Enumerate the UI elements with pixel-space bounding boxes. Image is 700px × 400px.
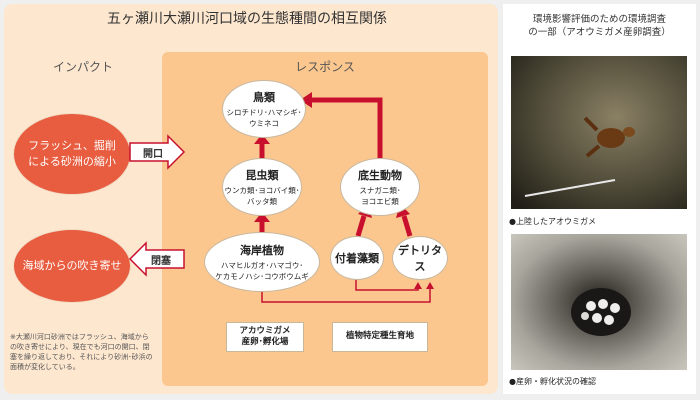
close-label: 閉塞 [151, 255, 171, 267]
caption-nest: ●産卵・孵化状況の確認 [509, 377, 596, 386]
arrow-detritus-benthos [401, 215, 413, 237]
response-label: レスポンス [295, 60, 355, 74]
plant-habitat-box: 植物特定種生育地 [332, 322, 428, 352]
open-label: 開口 [143, 148, 163, 160]
arrow-benthos-birds [312, 97, 383, 158]
node-plants-title: 海岸植物 [240, 244, 284, 258]
diagram-title: 五ヶ瀬川大瀬川河口域の生態種間の相互関係 [107, 11, 387, 27]
node-benthos-species: スナガニ類･ ヨコエビ類 [359, 186, 401, 206]
node-algae-title: 付着藻類 [335, 252, 379, 265]
impact-flush-text: フラッシュ、掘削 による砂洲の縮小 [28, 139, 116, 168]
arrowhead-plants-insects [254, 212, 270, 222]
node-plants: 海岸植物 ハマヒルガオ･ハマゴウ･ ケカモノハシ･コウボウムギ [204, 232, 320, 292]
node-plants-species: ハマヒルガオ･ハマゴウ･ ケカモノハシ･コウボウムギ [215, 261, 309, 281]
node-birds-title: 鳥類 [253, 91, 275, 105]
node-insects-title: 昆虫類 [245, 169, 279, 183]
node-detritus: デトリタス [392, 236, 448, 280]
node-benthos-title: 底生動物 [358, 169, 402, 183]
arrow-algae-detritus [355, 278, 419, 291]
turtle-nesting-box: アカウミガメ 産卵･孵化場 [226, 322, 304, 352]
open-arrow [129, 134, 186, 170]
arrowhead-benthos-birds [300, 92, 312, 108]
turtle-photo [511, 56, 687, 209]
arrowhead-insects-birds [254, 134, 270, 144]
arrow-plants-detritus [261, 288, 431, 303]
node-detritus-title: デトリタス [398, 244, 442, 273]
node-algae: 付着藻類 [330, 236, 384, 280]
node-birds: 鳥類 シロチドリ･ハマシギ･ ウミネコ [222, 80, 306, 138]
side-panel: 環境影響評価のための環境調査 の一部（アオウミガメ産卵調査） ●上陸したアオウミ… [503, 4, 696, 394]
turtle-photo-image [511, 56, 687, 209]
arrow-algae-benthos [355, 215, 367, 237]
caption-turtle: ●上陸したアオウミガメ [509, 217, 596, 226]
impact-wind-text: 海域からの吹き寄せ [22, 259, 122, 273]
response-panel [162, 52, 488, 386]
node-birds-species: シロチドリ･ハマシギ･ ウミネコ [226, 108, 302, 128]
close-arrow [128, 241, 185, 277]
node-insects-species: ウンカ類･ヨコバイ類･ バッタ類 [224, 186, 300, 206]
impact-wind-circle: 海域からの吹き寄せ [14, 230, 130, 302]
impact-label: インパクト [52, 60, 113, 74]
nest-photo-image [511, 234, 687, 370]
side-title: 環境影響評価のための環境調査 の一部（アオウミガメ産卵調査） [528, 14, 671, 38]
node-insects: 昆虫類 ウンカ類･ヨコバイ類･ バッタ類 [222, 158, 302, 216]
impact-flush-circle: フラッシュ、掘削 による砂洲の縮小 [14, 114, 130, 194]
footnote: ※大瀬川河口砂洲ではフラッシュ、海域からの吹き寄せにより、現在でも河口の開口、閉… [10, 333, 153, 372]
arrowhead-algae-detritus [414, 282, 422, 289]
node-benthos: 底生動物 スナガニ類･ ヨコエビ類 [340, 158, 420, 216]
nest-photo [511, 234, 687, 370]
arrowhead-plants-detritus [426, 282, 434, 289]
